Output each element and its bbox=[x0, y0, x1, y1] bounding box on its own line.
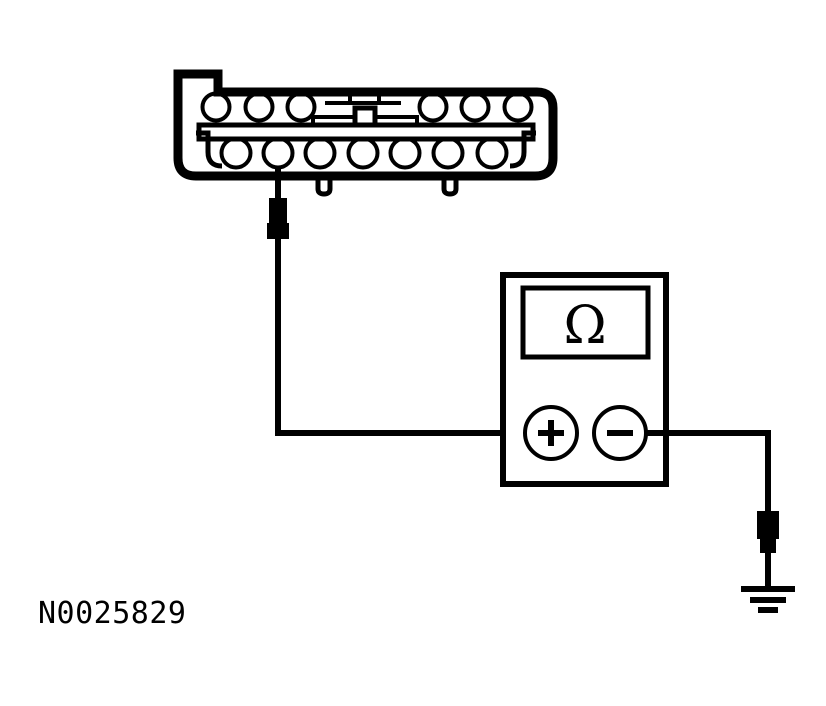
electrical-connector bbox=[173, 69, 558, 197]
connector-pin-cavity bbox=[243, 91, 275, 123]
negative-test-lead bbox=[646, 430, 779, 588]
positive-test-lead bbox=[267, 168, 525, 436]
connector-bottom-row-pins bbox=[219, 136, 509, 170]
negative-lead-wire bbox=[646, 430, 771, 512]
connector-ledge-left bbox=[311, 115, 355, 125]
connector-housing-outline bbox=[173, 69, 558, 181]
connector-pin-cavity-tested bbox=[261, 136, 295, 170]
connector-pin-cavity bbox=[431, 136, 465, 170]
connector-pin-cavity bbox=[303, 136, 337, 170]
connector-locking-tab bbox=[315, 176, 333, 197]
connector-ledge-right bbox=[375, 115, 419, 125]
connector-pin-cavity bbox=[285, 91, 317, 123]
connector-pin-cavity bbox=[417, 91, 449, 123]
connector-pin-cavity bbox=[388, 136, 422, 170]
test-probe-tip-icon bbox=[267, 198, 289, 239]
multimeter-display-screen bbox=[520, 285, 651, 360]
connector-corner-notch-left bbox=[196, 130, 223, 169]
digital-multimeter: Ω bbox=[500, 272, 669, 487]
connector-pin-cavity bbox=[475, 136, 509, 170]
test-probe-tip-icon bbox=[757, 511, 779, 553]
figure-reference-label: N0025829 bbox=[38, 596, 187, 631]
connector-corner-notch-right bbox=[509, 130, 536, 169]
positive-lead-wire bbox=[275, 168, 525, 436]
chassis-ground-icon bbox=[741, 586, 795, 613]
ohm-symbol: Ω bbox=[563, 296, 606, 356]
connector-top-row-pins bbox=[200, 91, 534, 123]
connector-pin-cavity bbox=[502, 91, 534, 123]
connector-pin-cavity bbox=[219, 136, 253, 170]
connector-pin-cavity bbox=[459, 91, 491, 123]
connector-locking-tab bbox=[441, 176, 459, 197]
connector-center-latch-tab bbox=[352, 105, 378, 128]
connector-pin-cavity bbox=[200, 91, 232, 123]
connector-pin-cavity bbox=[346, 136, 380, 170]
